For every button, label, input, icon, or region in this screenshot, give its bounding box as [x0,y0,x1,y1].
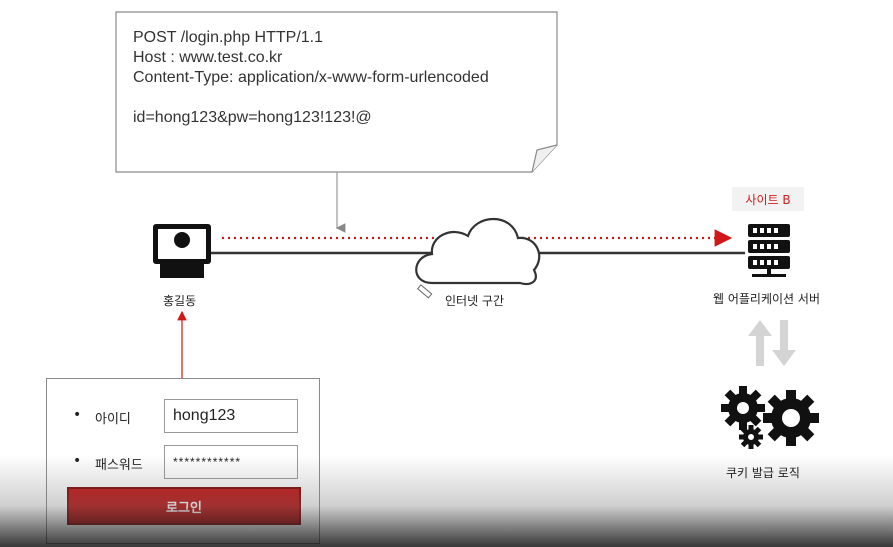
bullet: • [73,407,82,423]
network-label: 인터넷 구간 [445,294,505,308]
pencil-icon [417,284,433,299]
password-input[interactable]: ************ [164,445,298,479]
bullet: • [73,453,82,469]
gears-icon [721,386,819,449]
bidirectional-arrow-icon [748,320,796,366]
id-input[interactable]: hong123 [164,399,298,433]
user-computer-icon [153,224,211,278]
request-content-type: Content-Type: application/x-www-form-url… [133,69,489,86]
request-line: POST /login.php HTTP/1.1 [133,29,324,46]
login-form: • 아이디 hong123 • 패스워드 ************ 로그인 [46,378,320,544]
server-label: 웹 어플리케이션 서버 [713,292,820,306]
request-host: Host : www.test.co.kr [133,49,283,66]
cookie-logic-label: 쿠키 발급 로직 [726,466,800,480]
note-fold [531,144,558,173]
login-button[interactable]: 로그인 [67,487,301,525]
server-stack-icon [748,224,790,277]
id-label: 아이디 [95,412,131,427]
user-label: 홍길동 [163,294,197,308]
cloud-icon [415,217,541,286]
pw-label: 패스워드 [95,458,143,473]
request-body: id=hong123&pw=hong123!123!@ [133,109,372,126]
site-badge: 사이트 B [732,187,804,211]
